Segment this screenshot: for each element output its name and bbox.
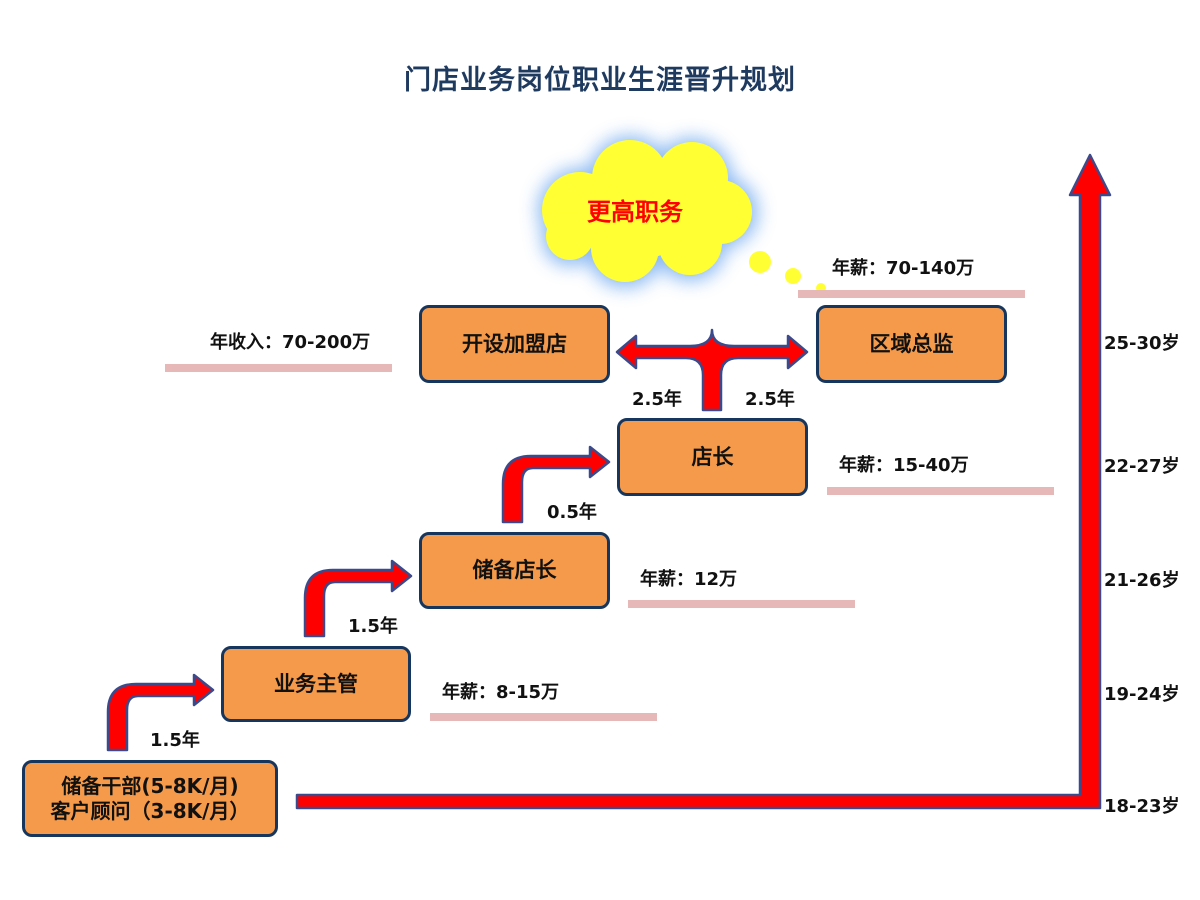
salary-regional-director-underline <box>798 290 1025 298</box>
salary-supervisor-underline <box>430 713 657 721</box>
duration-to-store-manager: 0.5年 <box>547 502 597 523</box>
duration-to-reserve-manager: 1.5年 <box>348 616 398 637</box>
step-arrow-3 <box>501 445 611 524</box>
age-label-2: 22-27岁 <box>1104 456 1180 477</box>
growth-arrow-main <box>295 153 1112 810</box>
box-reserve-cadre: 储备干部(5-8K/月) 客户顾问（3-8K/月） <box>22 760 278 837</box>
box-reserve-cadre-line2: 客户顾问（3-8K/月） <box>50 798 250 823</box>
split-arrow <box>615 328 809 412</box>
salary-store-manager: 年薪：15-40万 <box>839 455 969 476</box>
salary-store-manager-underline <box>827 487 1054 495</box>
box-store-manager: 店长 <box>617 418 808 496</box>
box-regional-director: 区域总监 <box>816 305 1007 383</box>
box-franchise-store-label: 开设加盟店 <box>462 331 567 356</box>
box-business-supervisor-label: 业务主管 <box>274 671 358 696</box>
box-store-manager-label: 店长 <box>691 444 734 469</box>
age-label-3: 21-26岁 <box>1104 570 1180 591</box>
salary-regional-director: 年薪：70-140万 <box>832 258 975 279</box>
cloud-text: 更高职务 <box>587 198 683 226</box>
box-reserve-cadre-line1: 储备干部(5-8K/月) <box>61 773 239 798</box>
salary-supervisor: 年薪：8-15万 <box>442 682 560 703</box>
box-reserve-store-manager-label: 储备店长 <box>472 558 557 583</box>
step-arrow-2 <box>303 559 413 638</box>
box-franchise-store: 开设加盟店 <box>419 305 610 383</box>
age-label-5: 18-23岁 <box>1104 796 1180 817</box>
duration-to-franchise: 2.5年 <box>632 389 682 410</box>
income-franchise: 年收入：70-200万 <box>210 332 371 353</box>
duration-to-regional: 2.5年 <box>745 389 795 410</box>
duration-to-supervisor: 1.5年 <box>150 730 200 751</box>
box-regional-director-label: 区域总监 <box>869 331 954 356</box>
thought-cloud <box>538 136 826 293</box>
income-franchise-underline <box>165 364 392 372</box>
box-business-supervisor: 业务主管 <box>221 646 411 722</box>
salary-reserve-manager: 年薪：12万 <box>640 569 738 590</box>
age-label-4: 19-24岁 <box>1104 684 1180 705</box>
age-label-1: 25-30岁 <box>1104 333 1180 354</box>
page-title: 门店业务岗位职业生涯晋升规划 <box>404 65 796 96</box>
step-arrow-1 <box>106 673 215 752</box>
box-reserve-store-manager: 储备店长 <box>419 532 610 609</box>
salary-reserve-manager-underline <box>628 600 855 608</box>
